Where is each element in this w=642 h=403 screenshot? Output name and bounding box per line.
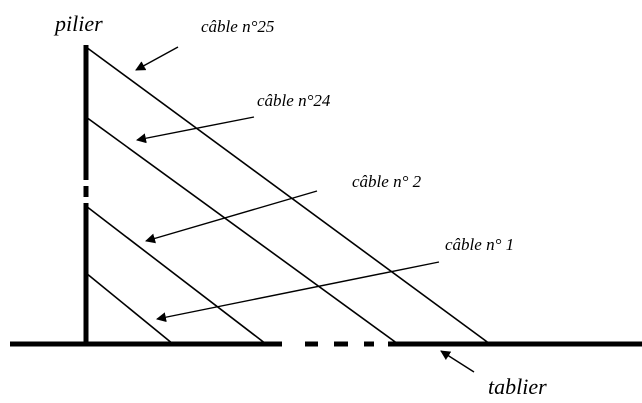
deck-label: tablier (488, 374, 547, 399)
arrow-cable-2 (145, 190, 318, 244)
cable-24-line (85, 116, 399, 345)
arrow-cable-24 (136, 116, 255, 144)
cables (85, 46, 491, 345)
cable-1-line (85, 272, 174, 345)
cable-24-label: câble n°24 (257, 91, 331, 110)
cable-1-label: câble n° 1 (445, 235, 514, 254)
arrow-deck (440, 350, 475, 373)
arrow-cable-1 (156, 261, 440, 323)
leader-arrows (135, 46, 475, 373)
arrow-cable-25 (135, 46, 179, 71)
cable-25-label: câble n°25 (201, 17, 274, 36)
cable-25-line (85, 46, 491, 345)
cable-2-line (85, 205, 267, 345)
pylon-label: pilier (53, 11, 103, 36)
cable-2-label: câble n° 2 (352, 172, 422, 191)
